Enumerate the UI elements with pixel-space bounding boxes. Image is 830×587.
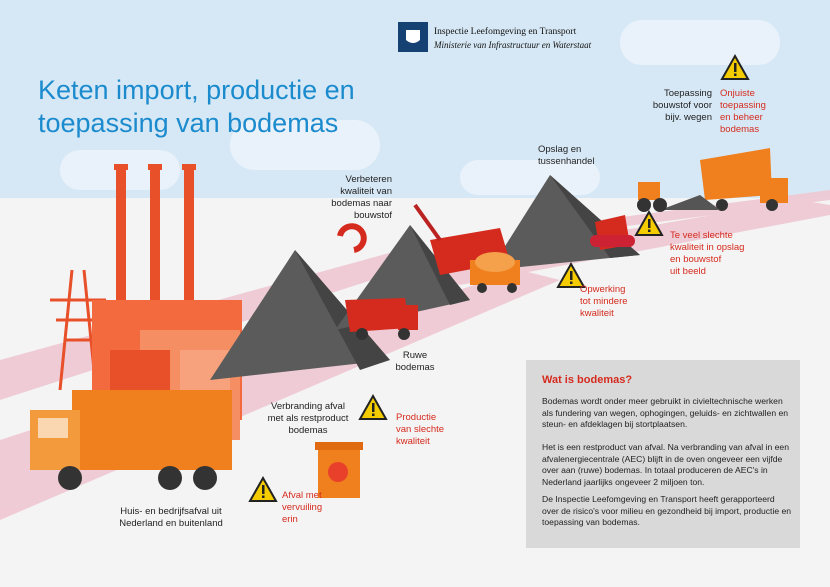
logo-crest-icon xyxy=(398,22,428,57)
warning-icon xyxy=(358,393,388,420)
info-paragraph-1: Bodemas wordt onder meer gebruikt in civ… xyxy=(542,396,789,430)
warning-icons xyxy=(248,53,750,502)
garbage-truck xyxy=(30,390,232,490)
info-box-heading: Wat is bodemas? xyxy=(542,374,633,386)
title-line-2: toepassing van bodemas xyxy=(38,108,339,138)
chimneys xyxy=(114,164,196,328)
tipper-truck xyxy=(660,148,788,211)
org-name: Inspectie Leefomgeving en Transport xyxy=(434,27,577,37)
warning-icon xyxy=(248,475,278,502)
title-line-1: Keten import, productie en xyxy=(38,75,355,105)
page-title: Keten import, productie en toepassing va… xyxy=(38,74,355,140)
info-paragraph-3: De Inspectie Leefomgeving en Transport h… xyxy=(542,494,792,528)
waste-bin-icon xyxy=(315,442,363,498)
bulldozer xyxy=(590,215,635,250)
ministry-name: Ministerie van Infrastructuur en Waterst… xyxy=(434,40,592,50)
dump-truck xyxy=(345,298,418,340)
warning-icon xyxy=(556,261,586,288)
warning-icon xyxy=(634,209,664,236)
mixer-truck xyxy=(470,252,520,293)
ash-pile-1 xyxy=(210,250,390,380)
warning-icon xyxy=(720,53,750,80)
info-paragraph-2: Het is een restproduct van afval. Na ver… xyxy=(542,442,789,487)
road-roller xyxy=(637,182,667,212)
magnet-icon xyxy=(337,223,367,253)
info-box: Wat is bodemas? Bodemas wordt onder meer… xyxy=(526,360,800,548)
